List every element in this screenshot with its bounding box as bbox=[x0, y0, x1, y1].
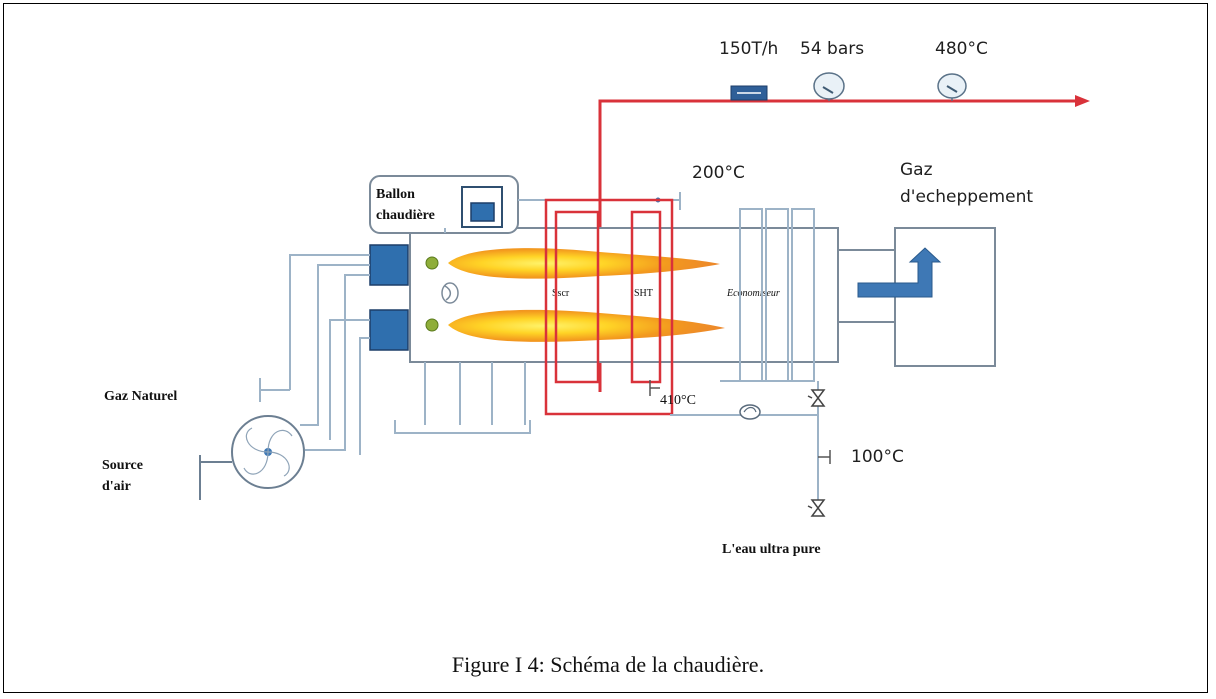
temp-410-tap bbox=[649, 380, 660, 396]
temp-100-tap bbox=[818, 450, 831, 464]
pressure-gauge-icon bbox=[813, 72, 845, 101]
temperature-gauge-icon bbox=[937, 73, 967, 101]
pressure-label: 54 bars bbox=[800, 39, 864, 59]
ultra-pure-water-label: L'eau ultra pure bbox=[722, 542, 821, 557]
temp-410-label: 410°C bbox=[660, 393, 696, 408]
burner-nozzle-upper bbox=[425, 256, 439, 270]
exhaust-label-line1: Gaz bbox=[900, 160, 933, 180]
lower-manifold bbox=[394, 362, 531, 434]
valve-upper-icon bbox=[807, 389, 826, 407]
air-source-label-line2: d'air bbox=[102, 479, 131, 494]
burner-block-lower bbox=[369, 309, 409, 351]
drum-label-line1: Ballon bbox=[376, 187, 415, 202]
superheater-tubes bbox=[544, 101, 674, 416]
swirl-icon bbox=[441, 282, 459, 304]
flow-rate-label: 150T/h bbox=[719, 39, 778, 59]
temp-200-label: 200°C bbox=[692, 163, 745, 183]
burner-nozzle-lower bbox=[425, 318, 439, 332]
exhaust-duct bbox=[838, 249, 895, 323]
flow-meter-icon bbox=[730, 85, 768, 101]
steam-arrow-head bbox=[1075, 95, 1090, 107]
exhaust-arrow-icon bbox=[857, 247, 942, 298]
burner-block-upper bbox=[369, 244, 409, 286]
air-source-label-line1: Source bbox=[102, 458, 143, 473]
figure-caption: Figure I 4: Schéma de la chaudière. bbox=[451, 652, 765, 677]
drum-label-line2: chaudière bbox=[376, 208, 435, 223]
gas-air-piping bbox=[259, 254, 370, 455]
temp-100-label: 100°C bbox=[851, 447, 904, 467]
steam-temp-label: 480°C bbox=[935, 39, 988, 59]
economizer-zone-mark: Economiseur bbox=[726, 288, 780, 299]
flame-upper bbox=[448, 248, 720, 279]
drum-level-indicator bbox=[470, 202, 495, 222]
natural-gas-label: Gaz Naturel bbox=[104, 389, 177, 404]
figure-border bbox=[3, 3, 1208, 693]
superheater-zone-mark: Sscr bbox=[552, 288, 570, 299]
feed-pump-icon bbox=[739, 404, 761, 420]
flame-lower bbox=[448, 309, 725, 342]
valve-lower-icon bbox=[807, 499, 826, 517]
reheater-zone-mark: SHT bbox=[634, 288, 653, 299]
exhaust-label-line2: d'echeppement bbox=[900, 187, 1033, 207]
air-fan-icon bbox=[199, 415, 305, 500]
